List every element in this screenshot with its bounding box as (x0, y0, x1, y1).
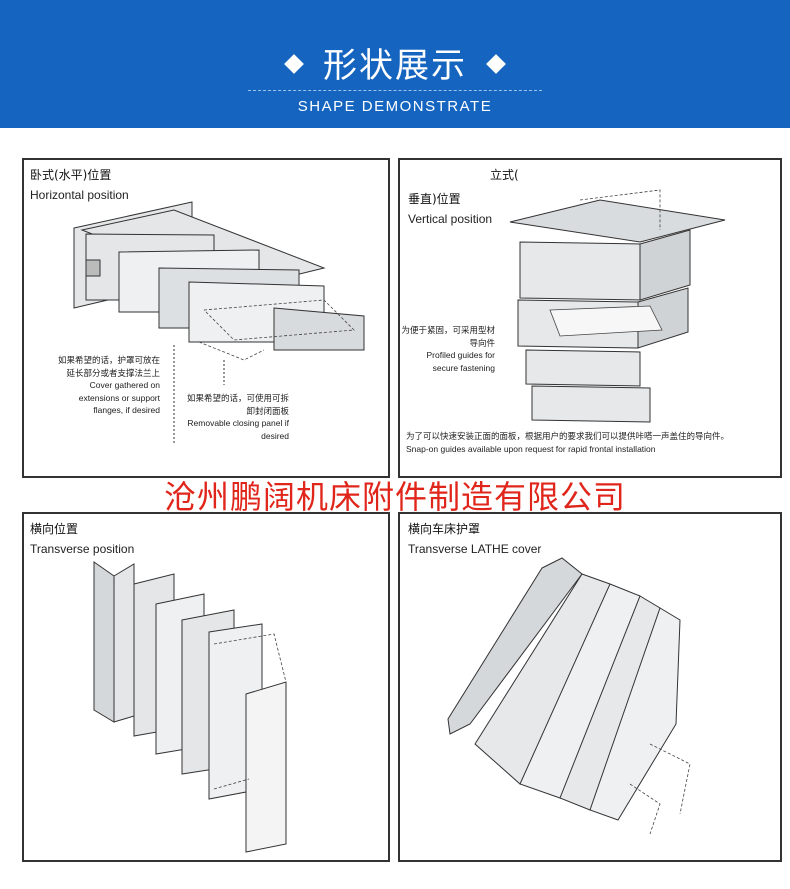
diamond-icon (284, 54, 304, 74)
note-en: Profiled guides for secure fastening (426, 350, 495, 373)
diamond-icon (486, 54, 506, 74)
note-flanges: 如果希望的话，护罩可放在延长部分或者支撑法兰上 Cover gathered o… (50, 354, 160, 417)
section-subtitle: SHAPE DEMONSTRATE (297, 98, 493, 115)
panel-title: 卧式(水平)位置 (30, 168, 112, 182)
header-banner: 形状展示 SHAPE DEMONSTRATE (0, 0, 790, 128)
section-title: 形状展示 (0, 38, 790, 87)
panel-transverse-lathe: 横向车床护罩 Transverse LATHE cover (398, 512, 782, 862)
panel-subtitle: Transverse LATHE cover (408, 542, 542, 556)
panel-title-2: 垂直)位置 (408, 192, 461, 206)
note-cn: 为便于紧固，可采用型材导向件 (401, 325, 495, 348)
panel-subtitle: Vertical position (408, 212, 493, 226)
note-cn: 如果希望的话，可使用可拆卸封闭面板 (186, 393, 289, 416)
company-name: 沧州鹏阔机床附件制造有限公司 (163, 478, 626, 516)
panel-subtitle: Transverse position (30, 542, 135, 556)
vertical-cover-illustration (509, 189, 726, 423)
note-snap-on: 为了可以快速安装正面的面板，根据用户的要求我们可以提供咔嗒一声盖住的导向件。 S… (406, 430, 776, 455)
panel-vertical: 立式( 垂直)位置 Vertical position 为便于紧固，可采用型材导… (398, 158, 782, 478)
note-profiled-guides: 为便于紧固，可采用型材导向件 Profiled guides for secur… (400, 324, 495, 374)
section-title-text: 形状展示 (323, 46, 467, 86)
transverse-cover-illustration (93, 561, 287, 853)
note-en: Removable closing panel if desired (187, 418, 289, 441)
note-closing-panel: 如果希望的话，可使用可拆卸封闭面板 Removable closing pane… (184, 392, 289, 442)
lathe-cover-illustration (447, 557, 691, 835)
panel-title: 立式( (490, 168, 519, 182)
note-en: Snap-on guides available upon request fo… (406, 443, 656, 454)
note-cn: 为了可以快速安装正面的面板，根据用户的要求我们可以提供咔嗒一声盖住的导向件。 (406, 431, 730, 441)
horizontal-cover-illustration (73, 201, 365, 445)
panel-title: 横向位置 (30, 522, 79, 536)
panel-subtitle: Horizontal position (30, 188, 129, 202)
note-cn: 如果希望的话，护罩可放在延长部分或者支撑法兰上 (57, 355, 160, 378)
panel-horizontal: 卧式(水平)位置 Horizontal position 如果希望的话，护罩可放… (22, 158, 390, 478)
note-en: Cover gathered on extensions or support … (78, 380, 160, 415)
divider (248, 90, 542, 91)
panel-transverse: 横向位置 Transverse position (22, 512, 390, 862)
panel-title: 横向车床护罩 (408, 522, 481, 536)
